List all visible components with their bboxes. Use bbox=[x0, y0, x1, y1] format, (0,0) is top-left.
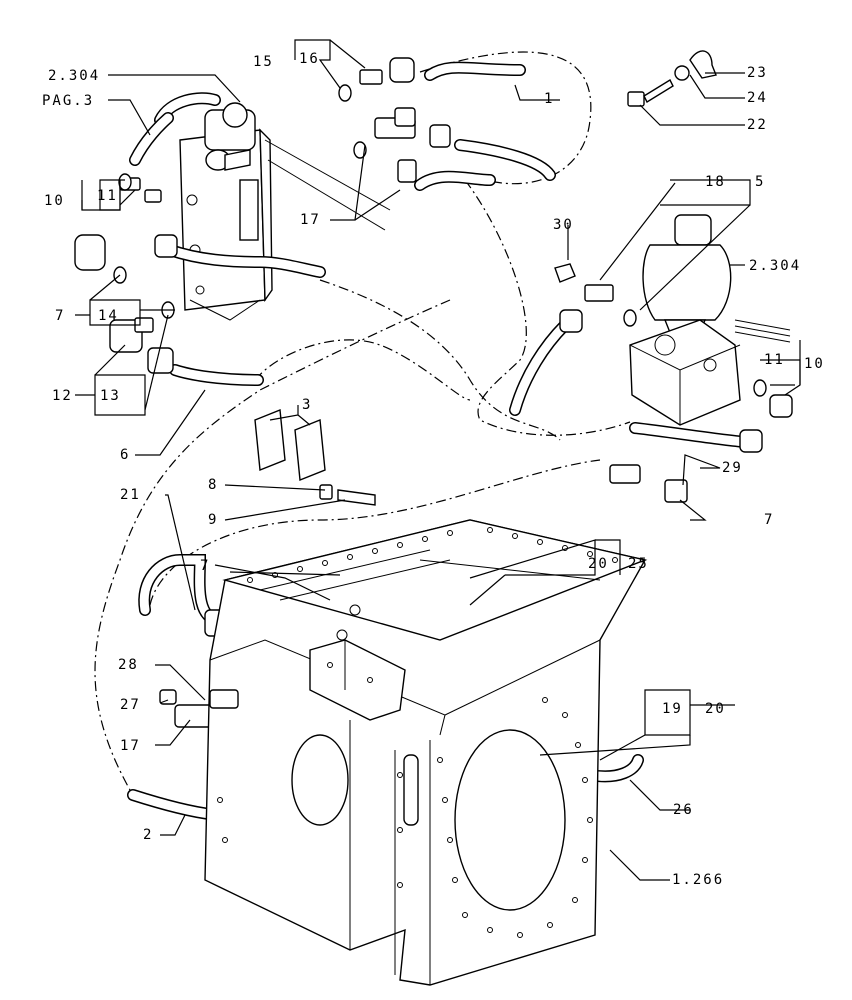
label-8: 8 bbox=[208, 477, 218, 493]
label-23: 23 bbox=[747, 65, 768, 81]
accumulator-assembly bbox=[629, 214, 791, 426]
control-valve-assembly bbox=[179, 102, 391, 321]
label-3: 3 bbox=[302, 397, 312, 413]
label-7-left: 7 bbox=[55, 308, 65, 324]
label-16: 16 bbox=[299, 51, 320, 67]
label-15: 15 bbox=[253, 54, 274, 70]
label-11-right: 11 bbox=[764, 352, 785, 368]
label-1266: 1.266 bbox=[672, 872, 724, 888]
label-29: 29 bbox=[722, 460, 743, 476]
label-26: 26 bbox=[673, 802, 694, 818]
label-2: 2 bbox=[143, 827, 153, 843]
label-22: 22 bbox=[747, 117, 768, 133]
label-19: 19 bbox=[662, 701, 683, 717]
route-line-3 bbox=[319, 279, 561, 441]
label-17-top: 17 bbox=[300, 212, 321, 228]
label-13: 13 bbox=[100, 388, 121, 404]
label-20-bottom: 20 bbox=[705, 701, 726, 717]
label-12: 12 bbox=[52, 388, 73, 404]
label-9: 9 bbox=[208, 512, 218, 528]
housing-holes bbox=[217, 527, 618, 938]
label-7-right: 7 bbox=[764, 512, 774, 528]
label-1: 1 bbox=[544, 91, 554, 107]
label-18: 18 bbox=[705, 174, 726, 190]
hoses bbox=[127, 61, 751, 822]
label-21: 21 bbox=[120, 487, 141, 503]
callout-labels: 2.304 PAG.3 15 16 1 23 24 22 10 11 17 18… bbox=[42, 51, 825, 888]
label-2304-right: 2.304 bbox=[749, 258, 801, 274]
route-line-4 bbox=[94, 299, 451, 791]
label-2304-top: 2.304 bbox=[48, 68, 100, 84]
label-6: 6 bbox=[120, 447, 130, 463]
route-line-6 bbox=[149, 459, 601, 606]
route-line-5 bbox=[254, 339, 471, 401]
label-10-right: 10 bbox=[804, 356, 825, 372]
transmission-housing bbox=[204, 519, 648, 986]
route-line-2 bbox=[464, 179, 631, 436]
label-27: 27 bbox=[120, 697, 141, 713]
label-24: 24 bbox=[747, 90, 768, 106]
label-5: 5 bbox=[755, 174, 765, 190]
label-10-left: 10 bbox=[44, 193, 65, 209]
label-28: 28 bbox=[118, 657, 139, 673]
bolt-22-group bbox=[627, 50, 717, 107]
label-30: 30 bbox=[553, 217, 574, 233]
clamp-3 bbox=[254, 409, 376, 506]
label-pag3: PAG.3 bbox=[42, 93, 94, 109]
label-7-mid: 7 bbox=[200, 558, 210, 574]
label-17-bottom: 17 bbox=[120, 738, 141, 754]
label-20-top: 20 bbox=[588, 556, 609, 572]
label-11-left: 11 bbox=[97, 188, 118, 204]
leader-lines bbox=[75, 39, 801, 881]
label-14: 14 bbox=[98, 308, 119, 324]
route-line-1 bbox=[419, 51, 592, 185]
label-25: 25 bbox=[628, 556, 649, 572]
